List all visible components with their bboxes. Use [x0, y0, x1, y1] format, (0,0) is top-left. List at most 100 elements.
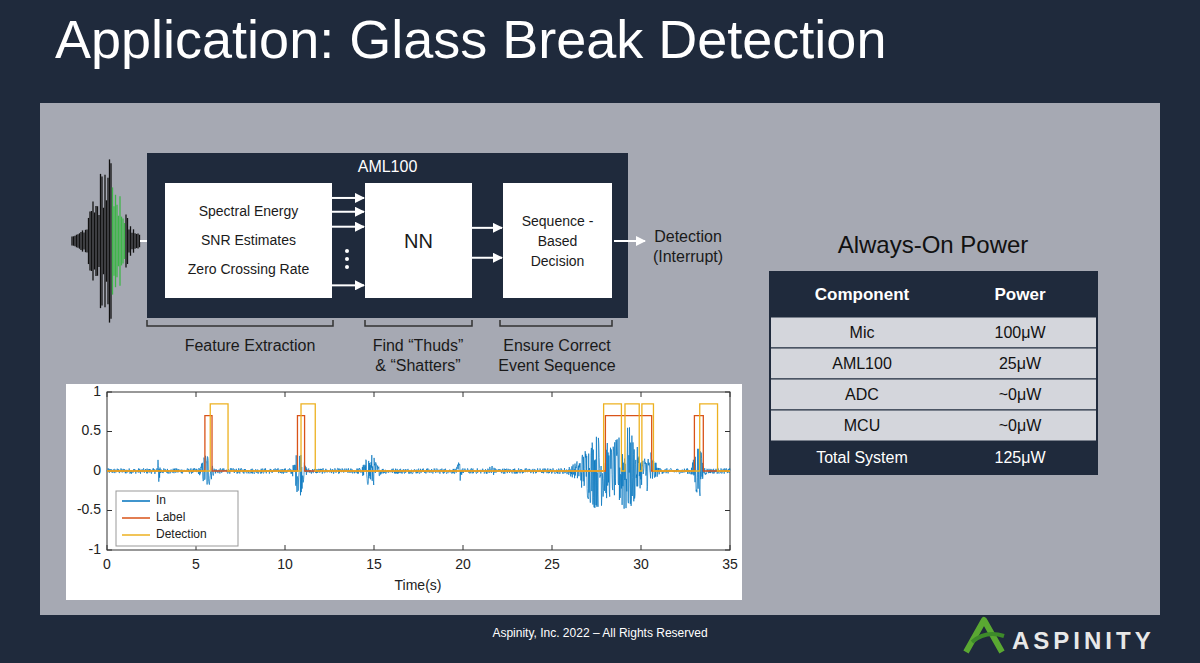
content-panel	[40, 103, 1160, 615]
plot-data	[107, 392, 730, 550]
axis-tick-label: 35	[722, 556, 738, 574]
tick-mark	[107, 431, 112, 432]
node-text: Zero Crossing Rate	[188, 255, 309, 284]
tick-mark	[725, 550, 730, 551]
waveform-stroke	[101, 176, 102, 305]
waveform-stroke	[112, 187, 113, 294]
axis-tick-label: 0	[93, 462, 101, 480]
axis-title: Time(s)	[395, 577, 442, 595]
tick-mark	[374, 392, 375, 397]
detection-trace	[107, 404, 730, 471]
bracket-label: Find “Thuds” & “Shatters”	[366, 336, 471, 376]
tick-mark	[107, 550, 112, 551]
tick-mark	[725, 431, 730, 432]
waveform-stroke	[80, 232, 81, 250]
axis-tick-label: 30	[633, 556, 649, 574]
table-cell: ~0μW	[999, 385, 1042, 405]
tick-mark	[725, 510, 730, 511]
waveform-stroke	[125, 215, 126, 268]
waveform-stroke	[92, 201, 93, 280]
waveform-stroke	[85, 230, 86, 252]
waveform-stroke	[94, 212, 95, 269]
node-text: AML100	[358, 157, 418, 177]
table-row	[770, 317, 1097, 348]
table-row	[770, 410, 1097, 441]
waveform-icon	[72, 159, 140, 322]
tick-mark	[107, 545, 108, 550]
waveform-stroke	[104, 175, 105, 308]
table-header-cell: Power	[994, 284, 1045, 305]
tick-mark	[641, 545, 642, 550]
table-total-row	[770, 441, 1097, 474]
connector-arrow	[332, 197, 364, 199]
slide-title: Application: Glass Break Detection	[55, 6, 886, 74]
decision-box: Sequence - Based Decision	[503, 183, 612, 298]
tick-mark	[196, 392, 197, 397]
axis-tick-label: 0.5	[82, 422, 101, 440]
waveform-stroke	[124, 223, 125, 259]
ellipsis-dot	[345, 257, 349, 261]
waveform-stroke	[131, 233, 132, 249]
tick-mark	[463, 545, 464, 550]
table-header	[770, 272, 1097, 317]
label-trace	[107, 416, 730, 471]
waveform-stroke	[79, 233, 80, 248]
axis-tick-label: 15	[366, 556, 382, 574]
table-cell: 100μW	[994, 323, 1045, 343]
tick-mark	[463, 392, 464, 397]
tick-mark	[107, 392, 108, 397]
chip-fill	[147, 153, 628, 318]
logo-swoosh	[972, 634, 1004, 642]
connector-arrow	[472, 227, 502, 229]
waveform-stroke	[115, 195, 116, 287]
node-text: Sequence - Based Decision	[509, 211, 606, 271]
waveform-stroke	[86, 230, 87, 253]
legend-box	[116, 491, 238, 546]
table-header-cell: Component	[815, 284, 909, 305]
connector-arrow	[332, 284, 364, 286]
feature-box: Spectral EnergySNR EstimatesZero Crossin…	[165, 183, 332, 298]
ellipsis-dot	[345, 249, 349, 253]
tick-mark	[552, 545, 553, 550]
axis-tick-label: 20	[455, 556, 471, 574]
waveform-stroke	[91, 211, 92, 271]
waveform-stroke	[116, 205, 117, 277]
legend-text: Label	[156, 510, 185, 525]
tick-mark	[107, 510, 112, 511]
table-cell: MCU	[844, 416, 880, 436]
waveform-stroke	[109, 159, 110, 322]
waveform-stroke	[130, 226, 131, 255]
waveform-stroke	[97, 206, 98, 276]
bracket-label: Ensure Correct Event Sequence	[490, 336, 625, 376]
legend-sample	[122, 500, 150, 502]
table-row	[770, 379, 1097, 410]
legend-sample	[122, 534, 150, 536]
waveform-stroke	[98, 215, 99, 267]
chart-background	[66, 384, 742, 600]
table-total-cell: 125μW	[994, 448, 1045, 468]
waveform-stroke	[77, 234, 78, 248]
tick-mark	[285, 392, 286, 397]
axis-tick-label: 5	[192, 556, 200, 574]
waveform-stroke	[89, 211, 90, 270]
table-border	[770, 272, 1097, 474]
table-cell: ADC	[845, 385, 879, 405]
waveform-stroke	[71, 236, 72, 245]
tick-mark	[730, 545, 731, 550]
logo-text: ASPINITY	[1012, 626, 1155, 656]
table-row	[770, 348, 1097, 379]
waveform-stroke	[88, 218, 89, 264]
axis-tick-label: -1	[89, 541, 101, 559]
waveform-stroke	[95, 206, 96, 276]
table-total-cell: Total System	[816, 448, 908, 468]
table-title: Always-On Power	[838, 230, 1029, 260]
tick-mark	[641, 392, 642, 397]
table-cell: Mic	[850, 323, 875, 343]
axis-tick-label: 1	[93, 383, 101, 401]
bracket	[500, 320, 612, 326]
footer-note: Aspinity, Inc. 2022 – All Rights Reserve…	[492, 626, 707, 641]
bracket	[365, 320, 472, 326]
output-arrow	[614, 240, 645, 242]
chip-block: AML100Spectral EnergySNR EstimatesZero C…	[147, 153, 628, 318]
waveform-stroke	[107, 178, 108, 305]
